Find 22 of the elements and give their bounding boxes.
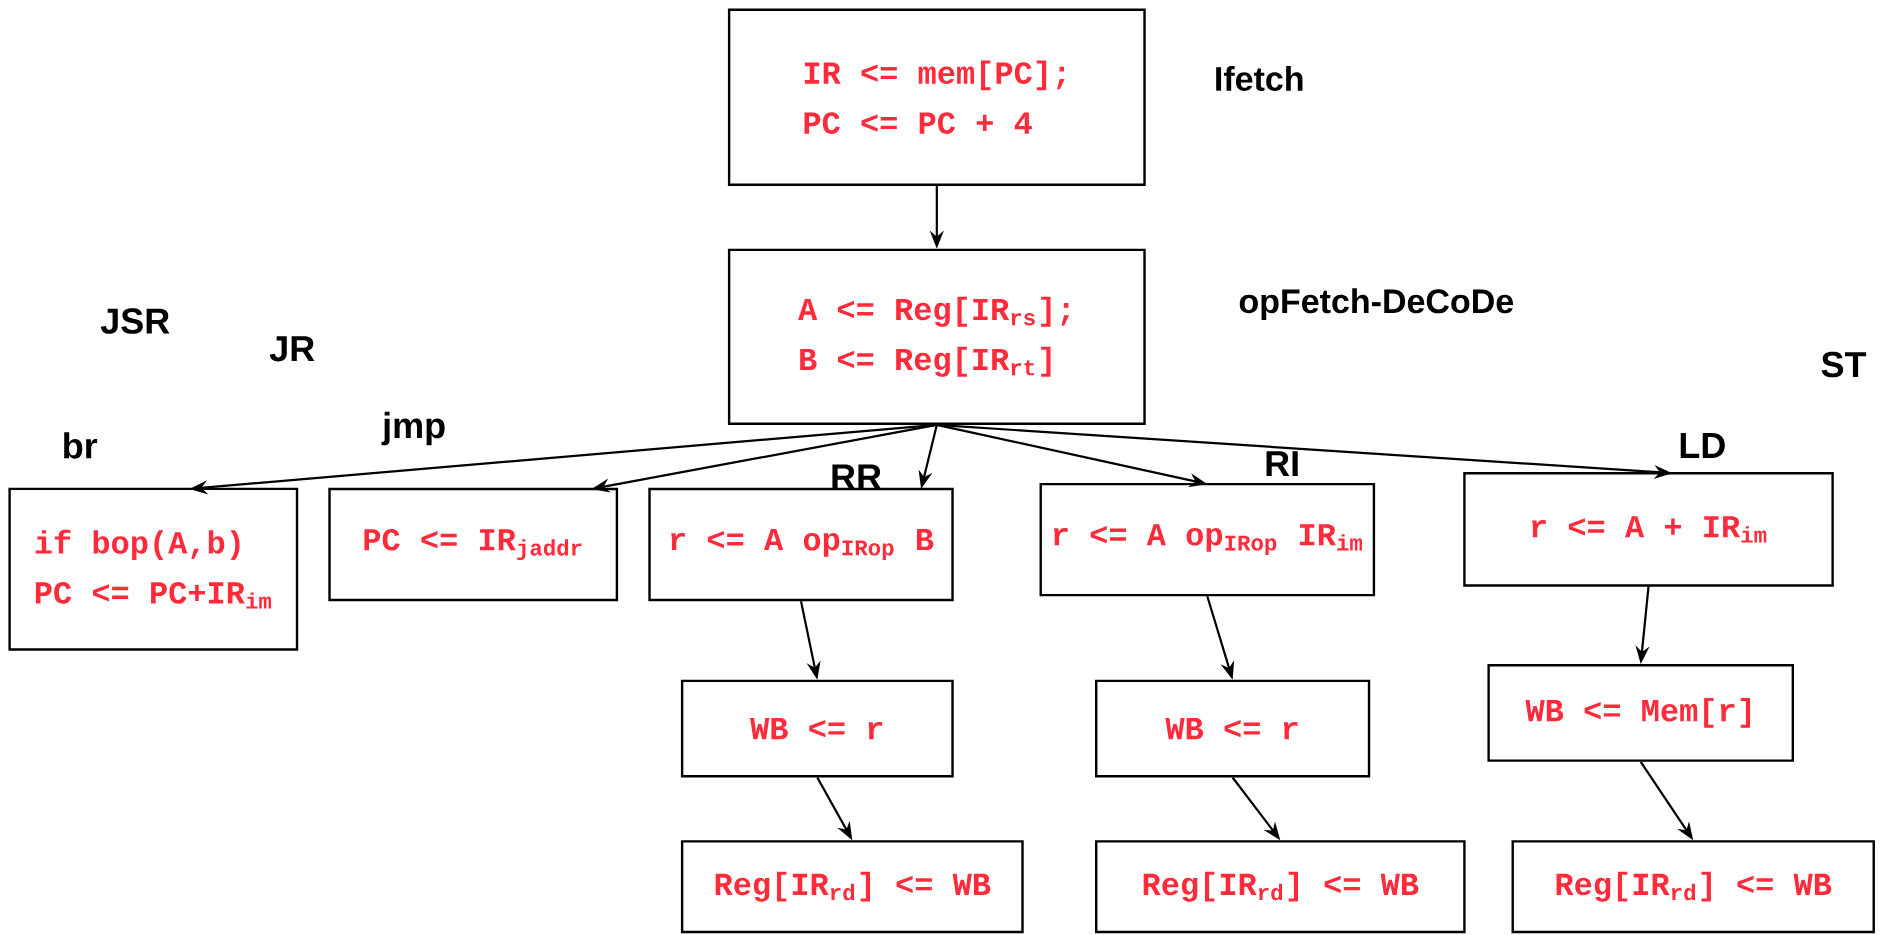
process-box: r <= A op$_{IRop}$ B bbox=[648, 487, 954, 602]
process-box: Reg[IR$_{rd}$] <= WB bbox=[1511, 840, 1875, 934]
branch-label: RR bbox=[832, 464, 882, 490]
branch-label: jmp bbox=[381, 411, 445, 446]
branch-label: JSR bbox=[100, 308, 170, 334]
stage-label: opFetch-DeCoDe bbox=[1239, 288, 1514, 321]
process-box: WB <= r bbox=[680, 679, 954, 778]
process-box: WB <= r bbox=[1095, 679, 1371, 778]
branch-label: ST bbox=[1821, 351, 1867, 378]
process-box: Reg[IR$_{rd}$] <= WB bbox=[1095, 840, 1466, 934]
process-box: A <= Reg[IR$_{rs}$]; B <= Reg[IR$_{rt}$] bbox=[727, 248, 1146, 425]
process-box: if bop(A,b) PC <= PC+IR$_{im}$ bbox=[8, 487, 299, 651]
branch-label: LD bbox=[1680, 433, 1725, 458]
branch-label: JR bbox=[269, 336, 315, 362]
stage-label: Ifetch bbox=[1216, 66, 1303, 91]
process-box: WB <= Mem[r] bbox=[1487, 664, 1794, 762]
process-box: r <= A op$_{IRop}$ IR$_{im}$ bbox=[1039, 482, 1376, 597]
process-box: r <= A + IR$_{im}$ bbox=[1463, 472, 1834, 587]
process-box: PC <= IR$_{jaddr}$ bbox=[328, 487, 619, 602]
process-box: Reg[IR$_{rd}$] <= WB bbox=[680, 840, 1024, 934]
branch-label: RI bbox=[1266, 451, 1298, 476]
process-box: IR <= mem[PC]; PC <= PC + 4 bbox=[727, 8, 1146, 186]
